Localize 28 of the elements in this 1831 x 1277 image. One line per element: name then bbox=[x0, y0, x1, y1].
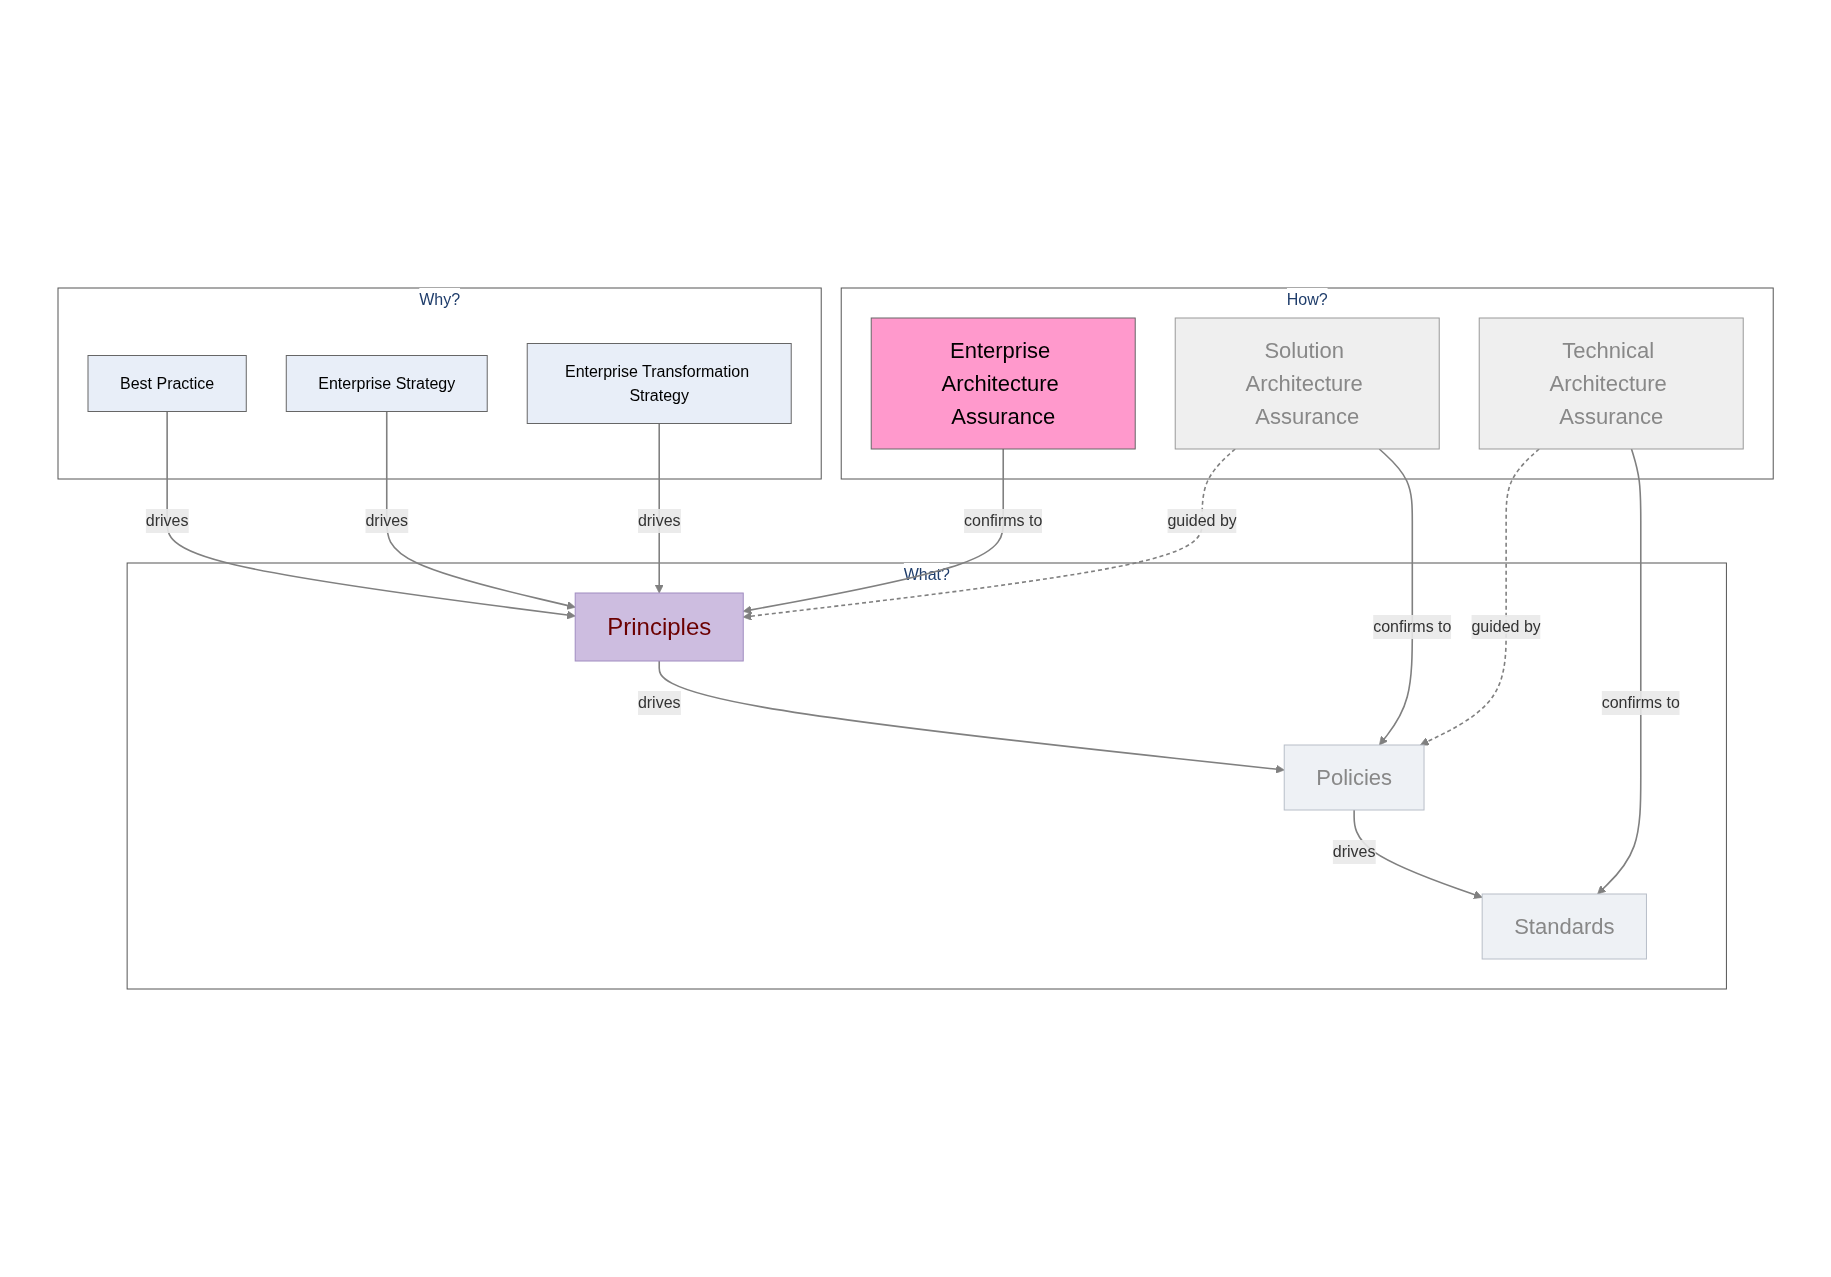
arrow bbox=[166, 410, 576, 620]
edge-label: drives bbox=[1332, 843, 1376, 860]
arrow bbox=[1378, 448, 1413, 746]
node-box: Principles bbox=[574, 592, 744, 662]
edge-label: drives bbox=[637, 694, 681, 711]
arrow bbox=[1597, 448, 1642, 895]
node-box: Solution Architecture Assurance bbox=[1174, 317, 1440, 450]
arrow bbox=[742, 448, 1236, 621]
node-box: Enterprise Transformation Strategy bbox=[526, 343, 792, 424]
edge-label: drives bbox=[365, 512, 408, 529]
arrow bbox=[385, 410, 576, 610]
arrow bbox=[1353, 809, 1483, 899]
edge-label: drives bbox=[637, 512, 681, 529]
edge-label: guided by bbox=[1167, 512, 1237, 529]
node-box: Best Practice bbox=[87, 355, 247, 412]
edge-label: confirms to bbox=[963, 512, 1043, 529]
edge-label: drives bbox=[145, 512, 189, 529]
edge-label: confirms to bbox=[1373, 618, 1452, 635]
node-box: Enterprise Strategy bbox=[285, 355, 488, 412]
node-box: Policies bbox=[1283, 744, 1425, 811]
arrow bbox=[1419, 448, 1540, 746]
node-box: Enterprise Architecture Assurance bbox=[870, 317, 1136, 450]
edge-label: confirms to bbox=[1601, 694, 1680, 711]
arrow bbox=[742, 448, 1004, 615]
node-box: Standards bbox=[1481, 893, 1647, 960]
arrow bbox=[658, 660, 1285, 774]
edge-label: guided by bbox=[1471, 618, 1541, 635]
node-box: Technical Architecture Assurance bbox=[1478, 317, 1744, 450]
